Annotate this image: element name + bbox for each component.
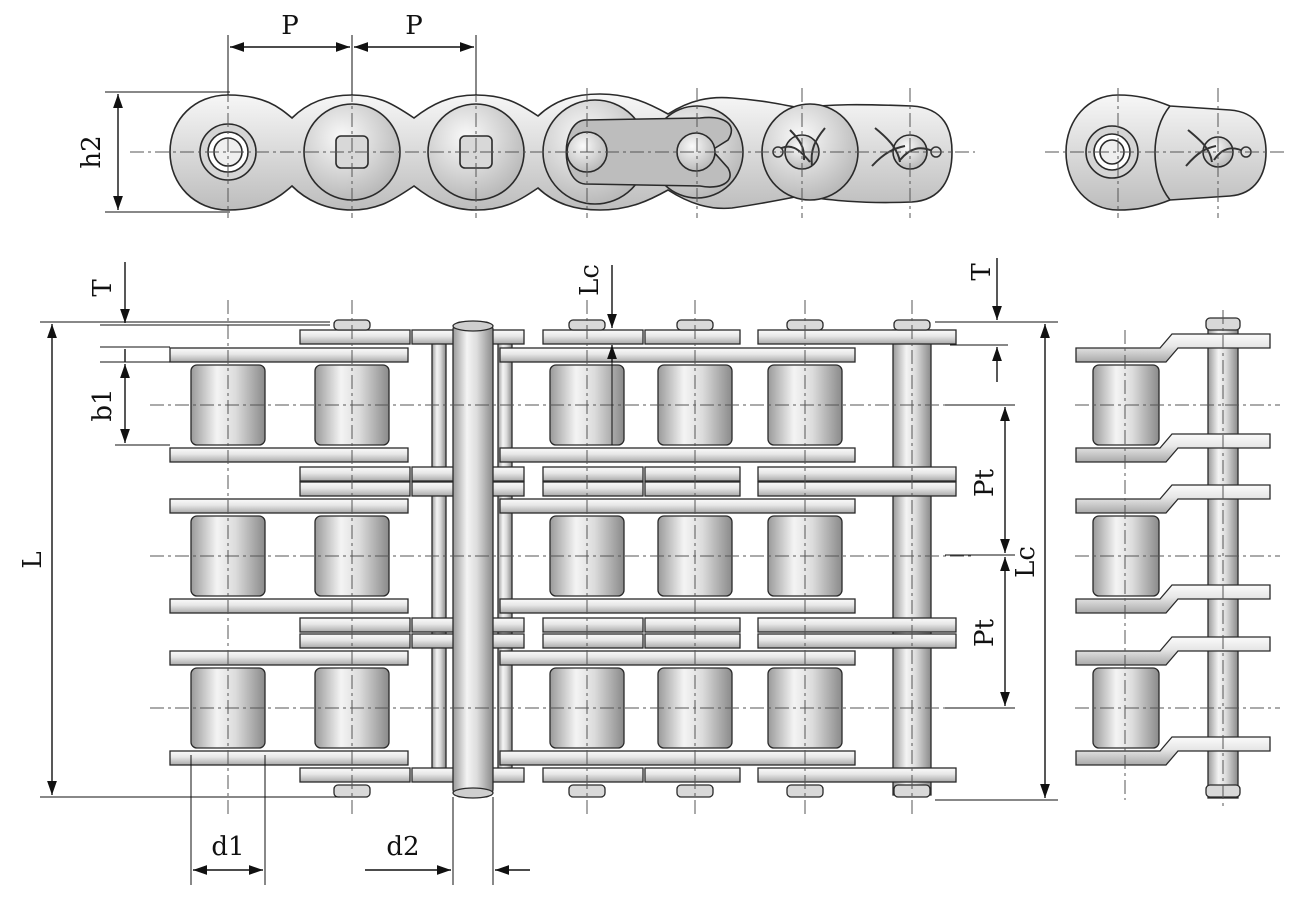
inner-plate bbox=[499, 598, 856, 614]
side-view-centerlines bbox=[130, 88, 1285, 218]
outer-plate bbox=[299, 329, 411, 345]
connecting-main-pin bbox=[452, 321, 494, 798]
inner-plate bbox=[169, 750, 409, 766]
inner-plate bbox=[499, 447, 856, 463]
inner-plate bbox=[169, 447, 409, 463]
inner-plate bbox=[499, 750, 856, 766]
outer-plate bbox=[542, 329, 644, 345]
outer-plate bbox=[299, 466, 411, 482]
inner-plate bbox=[169, 650, 409, 666]
connecting-pin-left bbox=[431, 334, 447, 776]
pitch-2-label: P bbox=[405, 11, 423, 41]
outer-plate bbox=[542, 617, 644, 633]
inner-plate bbox=[499, 347, 856, 363]
inner-plate bbox=[169, 498, 409, 514]
outer-plate bbox=[542, 481, 644, 497]
inner-plate bbox=[169, 598, 409, 614]
outer-plate bbox=[757, 329, 957, 345]
plate-thickness-right-label: T bbox=[967, 263, 997, 281]
outer-plate bbox=[757, 633, 957, 649]
outer-plate bbox=[757, 617, 957, 633]
end-view-cranked-plate bbox=[1075, 333, 1271, 363]
outer-plate bbox=[299, 617, 411, 633]
inner-plate bbox=[499, 498, 856, 514]
inner-width-label: b1 bbox=[88, 388, 118, 421]
plate-height-label: h2 bbox=[77, 135, 107, 168]
offset-link-bend bbox=[1154, 105, 1171, 201]
connecting-main-pin-top bbox=[452, 320, 494, 332]
transverse-pitch-1-label: Pt bbox=[970, 468, 1000, 496]
outer-plate bbox=[644, 329, 741, 345]
outer-plate bbox=[644, 617, 741, 633]
pin-length-top-label: Lc bbox=[575, 264, 605, 296]
plate-thickness-left-label: T bbox=[88, 279, 118, 297]
pin-diameter-label: d2 bbox=[386, 832, 419, 862]
outer-plate bbox=[757, 481, 957, 497]
inner-plate bbox=[169, 347, 409, 363]
outer-plate bbox=[299, 633, 411, 649]
outer-plate bbox=[644, 466, 741, 482]
end-view bbox=[1075, 310, 1280, 810]
outer-plate bbox=[542, 633, 644, 649]
outer-plate bbox=[757, 767, 957, 783]
roller-diameter-label: d1 bbox=[211, 832, 244, 862]
outer-plate bbox=[299, 767, 411, 783]
outer-plate bbox=[299, 481, 411, 497]
dimensions: P P h2 T b1 L Lc T bbox=[18, 11, 1058, 885]
front-view bbox=[150, 300, 975, 815]
transverse-pitch-2-label: Pt bbox=[970, 618, 1000, 646]
pin-length-right-label: Lc bbox=[1011, 546, 1041, 578]
outer-plate bbox=[644, 481, 741, 497]
pitch-1-label: P bbox=[281, 11, 299, 41]
connecting-pin-right bbox=[497, 334, 513, 776]
outer-plate bbox=[542, 767, 644, 783]
outer-plate bbox=[542, 466, 644, 482]
outer-plate bbox=[644, 633, 741, 649]
inner-plate bbox=[499, 650, 856, 666]
end-view-cranked-plate bbox=[1075, 484, 1271, 514]
overall-length-label: L bbox=[18, 551, 48, 568]
end-view-cranked-plate bbox=[1075, 636, 1271, 666]
connecting-main-pin-bottom bbox=[452, 787, 494, 799]
outer-plate bbox=[644, 767, 741, 783]
outer-plate bbox=[757, 466, 957, 482]
